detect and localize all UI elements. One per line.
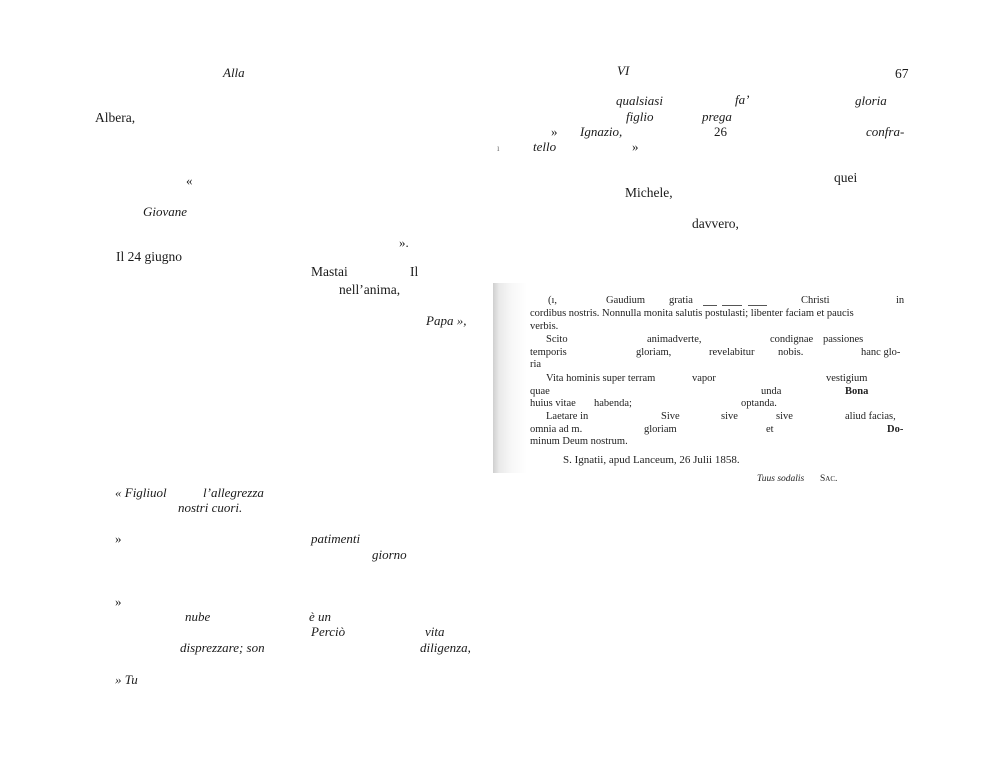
word-tello: tello	[533, 139, 557, 154]
latin-l8c: Bona	[845, 386, 869, 397]
running-header-left: Alla	[223, 65, 245, 80]
word-e-un: è un	[309, 609, 332, 624]
page-number: 67	[895, 66, 909, 81]
latin-l14b: Sac.	[820, 474, 838, 484]
latin-l5c: revelabitur	[709, 347, 755, 358]
word-papa: Papa »,	[426, 313, 467, 328]
closing-mark: ».	[399, 235, 409, 250]
word-quei: quei	[834, 170, 858, 185]
latin-l9c: optanda.	[741, 398, 777, 409]
word-diligenza: diligenza,	[420, 640, 471, 655]
latin-l4c: condignae	[770, 334, 814, 345]
latin-l1e: in	[896, 295, 905, 306]
word-qualsiasi: qualsiasi	[616, 93, 663, 108]
latin-l10a: Laetare in	[546, 411, 589, 422]
latin-l3: verbis.	[530, 321, 559, 332]
word-percio: Perciò	[311, 624, 346, 639]
latin-l5a: temporis	[530, 347, 567, 358]
latin-l11d: Do-	[887, 424, 904, 435]
word-il: Il	[410, 264, 419, 279]
margin-tick: ı	[497, 143, 500, 153]
latin-l12: minum Deum nostrum.	[530, 436, 628, 447]
latin-l6: ria	[530, 359, 542, 370]
latin-l13: S. Ignatii, apud Lanceum, 26 Julii 1858.	[563, 454, 740, 466]
word-patimenti: patimenti	[311, 531, 361, 546]
word-giorno: giorno	[372, 547, 407, 562]
word-allegrezza: l’allegrezza	[203, 485, 264, 500]
word-ignazio: Ignazio,	[580, 124, 623, 139]
word-davvero: davvero,	[692, 216, 739, 231]
latin-l9a: huius vitae	[530, 398, 576, 409]
latin-l7a: Vita hominis super terram	[546, 373, 656, 384]
word-giovane: Giovane	[143, 204, 188, 219]
word-vita: vita	[425, 624, 445, 639]
latin-dash-1	[703, 305, 717, 306]
latin-l4a: Scito	[546, 334, 568, 345]
scanned-letter-panel	[493, 283, 913, 473]
latin-l10b: Sive	[661, 411, 680, 422]
word-confra: confra-	[866, 124, 905, 139]
quote-mark-1: »	[115, 531, 122, 546]
latin-l9b: habenda;	[594, 398, 632, 409]
number-26: 26	[714, 124, 727, 139]
word-tu: » Tu	[115, 672, 138, 687]
quote-mark-right: »	[551, 124, 558, 139]
latin-l8b: unda	[761, 386, 782, 397]
latin-l5e: hanc glo-	[861, 347, 901, 358]
quote-mark-2: »	[115, 594, 122, 609]
latin-l7c: vestigium	[826, 373, 868, 384]
quote-open: «	[186, 173, 193, 188]
latin-l2: cordibus nostris. Nonnulla monita saluti…	[530, 308, 854, 319]
latin-dash-3	[748, 305, 767, 306]
latin-l1c: gratia	[669, 295, 693, 306]
latin-l1a: (ı,	[548, 295, 558, 306]
latin-l8a: quae	[530, 386, 550, 397]
latin-l1b: Gaudium	[606, 295, 646, 306]
latin-l1d: Christi	[801, 295, 830, 306]
word-nostri-cuori: nostri cuori.	[178, 500, 243, 515]
date-line: Il 24 giugno	[116, 249, 182, 264]
latin-l4d: passiones	[823, 334, 864, 345]
latin-l7b: vapor	[692, 373, 716, 384]
latin-l14a: Tuus sodalis	[757, 474, 805, 484]
word-albera: Albera,	[95, 110, 136, 125]
latin-l4b: animadverte,	[647, 334, 702, 345]
word-figlio: figlio	[626, 109, 654, 124]
word-gloria: gloria	[855, 93, 887, 108]
word-disprezzare: disprezzare; son	[180, 640, 265, 655]
latin-l10e: aliud facias,	[845, 411, 896, 422]
word-prega: prega	[702, 109, 732, 124]
word-nube: nube	[185, 609, 211, 624]
latin-dash-2	[722, 305, 742, 306]
quote-close-right: »	[632, 139, 639, 154]
chapter-numeral: VI	[617, 63, 630, 78]
latin-l10d: sive	[776, 411, 793, 422]
word-michele: Michele,	[625, 185, 673, 200]
word-mastai: Mastai	[311, 264, 348, 279]
latin-l5b: gloriam,	[636, 347, 672, 358]
latin-l11c: et	[766, 424, 774, 435]
word-fa: fa’	[735, 92, 750, 107]
latin-l11b: gloriam	[644, 424, 677, 435]
latin-l10c: sive	[721, 411, 738, 422]
word-figliuol: « Figliuol	[115, 485, 167, 500]
latin-l11a: omnia ad m.	[530, 424, 583, 435]
word-nellanima: nell’anima,	[339, 282, 401, 297]
latin-l5d: nobis.	[778, 347, 804, 358]
